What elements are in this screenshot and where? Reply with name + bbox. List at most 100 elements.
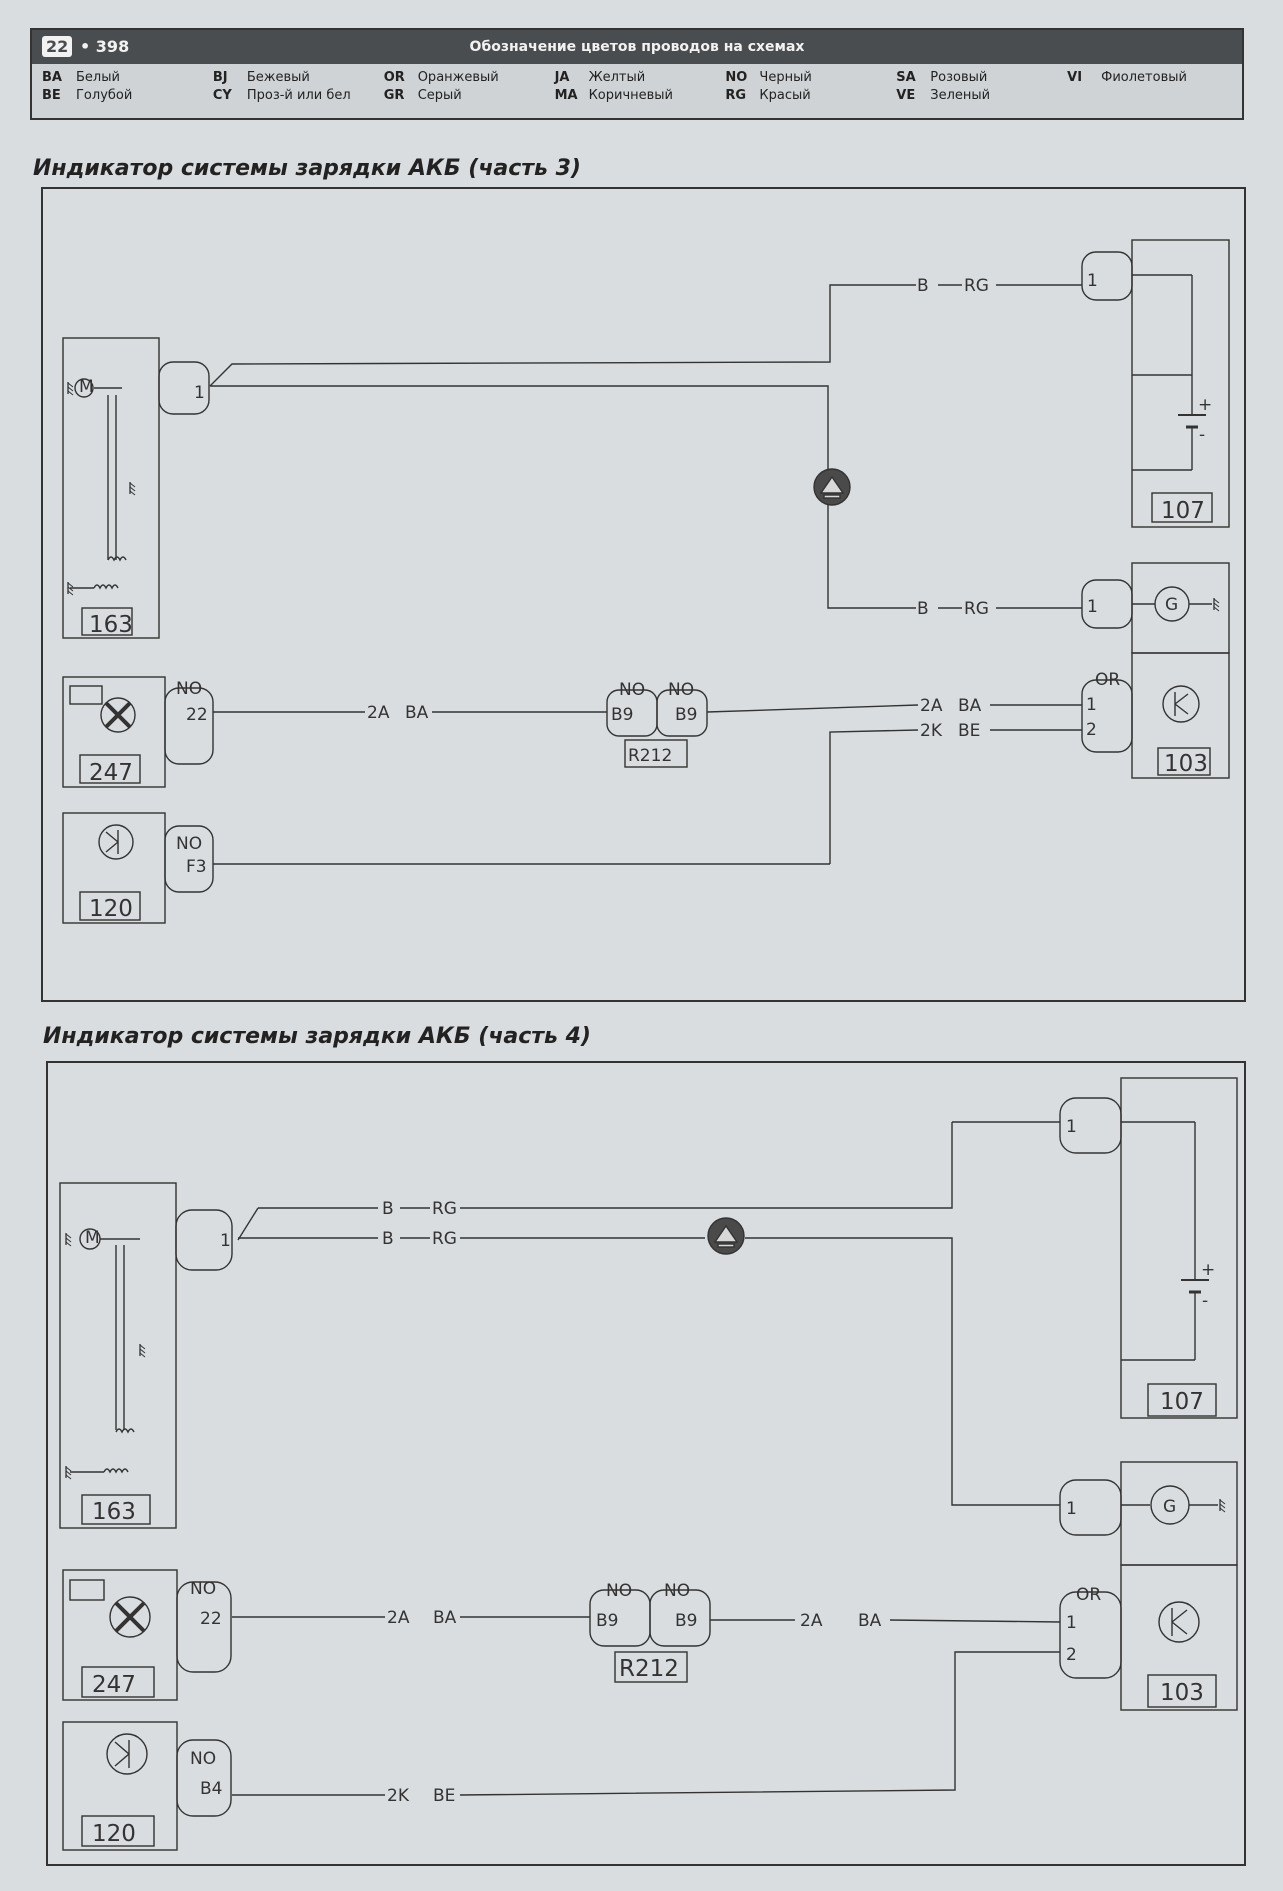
wire-code-label: 2A bbox=[920, 696, 943, 716]
wires-diagram-4 bbox=[232, 1121, 1061, 1796]
wire-color-label: BA bbox=[433, 1608, 457, 1628]
legend-color-name: Фиолетовый bbox=[1101, 70, 1187, 85]
component-163-starter bbox=[62, 337, 210, 639]
legend-entry: BA Белый bbox=[42, 70, 207, 85]
wire-code-label: B bbox=[382, 1199, 394, 1219]
wire-color-legend-header: 22 • 398 Обозначение цветов проводов на … bbox=[30, 28, 1244, 120]
header-bar: 22 • 398 Обозначение цветов проводов на … bbox=[32, 30, 1242, 64]
component-103-regulator bbox=[1059, 1564, 1238, 1711]
legend-code: BE bbox=[42, 88, 61, 103]
battery-minus: - bbox=[1199, 425, 1205, 445]
starter-motor-icon bbox=[74, 378, 94, 398]
component-107-battery bbox=[1059, 1077, 1238, 1419]
transistor-icon bbox=[106, 1733, 148, 1775]
ecu-wire-color: NO bbox=[176, 834, 202, 854]
legend-title: Обозначение цветов проводов на схемах bbox=[469, 39, 805, 55]
component-120-ecu bbox=[62, 1721, 232, 1851]
legend-code: SA bbox=[896, 70, 916, 85]
legend-code: JA bbox=[554, 70, 570, 85]
legend-color-name: Зеленый bbox=[930, 88, 991, 103]
lamp-icon bbox=[100, 697, 136, 733]
lamp-pin-label: 22 bbox=[200, 1609, 222, 1629]
lamp-wire-color: NO bbox=[176, 679, 202, 699]
legend-entry: VI Фиолетовый bbox=[1067, 70, 1232, 85]
legend-entry: CY Проз-й или бел bbox=[213, 88, 378, 103]
wire-code-label: 2A bbox=[800, 1611, 823, 1631]
legend-code: GR bbox=[383, 88, 405, 103]
connector-pin-label: B9 bbox=[596, 1611, 618, 1631]
motor-symbol: M bbox=[85, 1228, 100, 1248]
wire-color-label: BA bbox=[858, 1611, 882, 1631]
wire-color-label: BA bbox=[405, 703, 429, 723]
motor-symbol: M bbox=[79, 377, 94, 397]
ecu-pin-label: F3 bbox=[186, 857, 207, 877]
legend-color-name: Розовый bbox=[930, 70, 988, 85]
ecu-wire-color: NO bbox=[190, 1749, 216, 1769]
wire-code-label: 2K bbox=[387, 1786, 410, 1806]
wire-color-label: BA bbox=[958, 696, 982, 716]
legend-entry: SA Розовый bbox=[896, 70, 1061, 85]
connector-wire-color: NO bbox=[664, 1581, 690, 1601]
connector-r212 bbox=[606, 689, 708, 768]
legend-code: MA bbox=[554, 88, 578, 103]
regulator-wire-color: OR bbox=[1076, 1585, 1101, 1605]
legend-code: BA bbox=[42, 70, 62, 85]
starter-pin-label: 1 bbox=[220, 1231, 231, 1251]
wire-code-label: B bbox=[917, 276, 929, 296]
legend-code: VI bbox=[1067, 70, 1083, 85]
component-247-charge-lamp bbox=[62, 676, 214, 788]
regulator-pin-2: 2 bbox=[1086, 720, 1097, 740]
diagram-part-3 bbox=[41, 187, 1246, 1002]
ground-icon bbox=[129, 481, 136, 496]
lamp-box-label: 247 bbox=[92, 1672, 136, 1698]
wire-code-label: 2K bbox=[920, 721, 943, 741]
connector-pin-label: B9 bbox=[611, 705, 633, 725]
legend-code: OR bbox=[383, 70, 405, 85]
regulator-pin-1: 1 bbox=[1086, 695, 1097, 715]
regulator-box-label: 103 bbox=[1160, 1680, 1204, 1706]
legend-color-name: Оранжевый bbox=[417, 70, 499, 85]
connector-wire-color: NO bbox=[668, 680, 694, 700]
battery-pin-label: 1 bbox=[1087, 271, 1098, 291]
diagram-3-frame bbox=[41, 187, 1246, 1002]
battery-box-label: 107 bbox=[1160, 1389, 1204, 1415]
regulator-box-label: 103 bbox=[1164, 751, 1208, 777]
alternator-symbol: G bbox=[1165, 595, 1178, 615]
regulator-icon bbox=[1158, 1601, 1200, 1643]
legend-entry: VE Зеленый bbox=[896, 88, 1061, 103]
connector-wire-color: NO bbox=[619, 680, 645, 700]
legend-column: VI Фиолетовый bbox=[1067, 70, 1232, 114]
wire-color-label: BE bbox=[958, 721, 980, 741]
connector-wire-color: NO bbox=[606, 1581, 632, 1601]
legend-code: CY bbox=[212, 88, 232, 103]
legend-code: VE bbox=[896, 88, 916, 103]
diagram-3-labels: 1 1 1 B RG B RG 2A BA 2A BA 2K BE NO 22 … bbox=[79, 271, 1212, 922]
connector-box-label: R212 bbox=[619, 1656, 679, 1682]
diagram-3-title: Индикатор системы зарядки АКБ (часть 3) bbox=[33, 156, 581, 181]
ground-icon bbox=[1213, 597, 1220, 612]
legend-color-name: Красый bbox=[759, 88, 811, 103]
ecu-pin-label: B4 bbox=[200, 1779, 222, 1799]
component-120-ecu bbox=[62, 812, 214, 924]
legend-color-name: Белый bbox=[76, 70, 120, 85]
legend-color-name: Проз-й или бел bbox=[246, 88, 351, 103]
wire-color-label: RG bbox=[964, 599, 989, 619]
battery-icon bbox=[69, 1579, 105, 1601]
wire-code-label: B bbox=[382, 1229, 394, 1249]
alternator-symbol: G bbox=[1163, 1497, 1176, 1517]
legend-column: OR Оранжевый GR Серый bbox=[384, 70, 549, 114]
wires-diagram-3 bbox=[209, 284, 1082, 865]
legend-color-name: Серый bbox=[417, 88, 462, 103]
regulator-pin-1: 1 bbox=[1066, 1613, 1077, 1633]
battery-pin-label: 1 bbox=[1066, 1117, 1077, 1137]
